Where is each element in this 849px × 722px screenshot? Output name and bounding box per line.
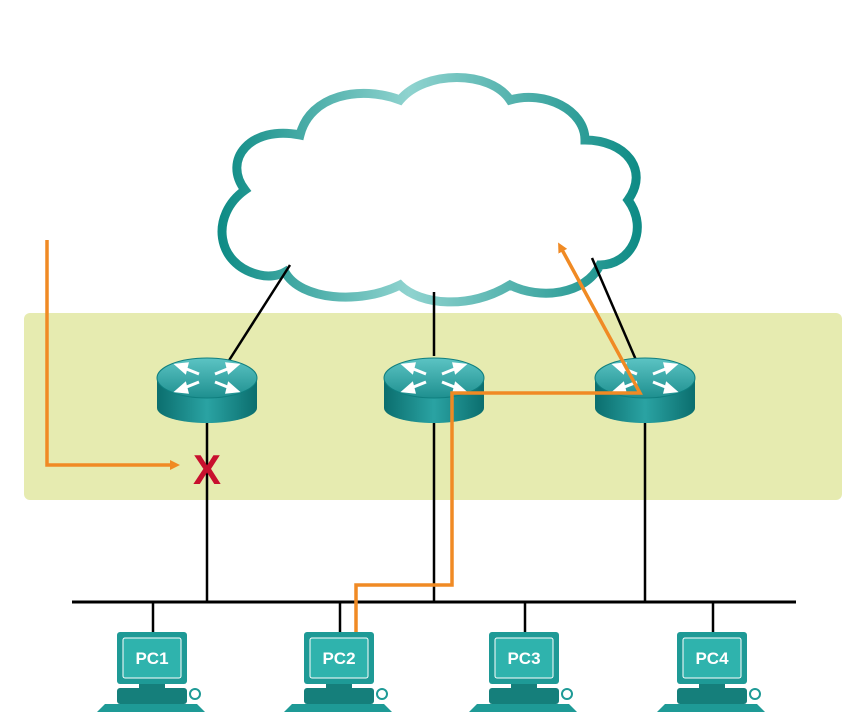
desktop-pc-icon[interactable]: PC2 [284,632,392,712]
cloud-icon [217,73,642,307]
link-r1-cloud [226,264,292,363]
router-icon[interactable] [383,357,485,423]
failure-x-icon: X [193,446,221,493]
pc-label: PC2 [322,649,355,668]
failed-path-arrow [45,240,180,470]
pc-label: PC4 [695,649,729,668]
router-icon[interactable] [156,357,258,423]
pc-label: PC1 [135,649,168,668]
desktop-pc-icon[interactable]: PC1 [97,632,205,712]
desktop-pc-icon[interactable]: PC4 [657,632,765,712]
pc-label: PC3 [507,649,540,668]
desktop-pc-icon[interactable]: PC3 [469,632,577,712]
link-r3-cloud-a [590,257,638,361]
router-icon[interactable] [594,357,696,423]
active-path-arrow [354,242,643,632]
